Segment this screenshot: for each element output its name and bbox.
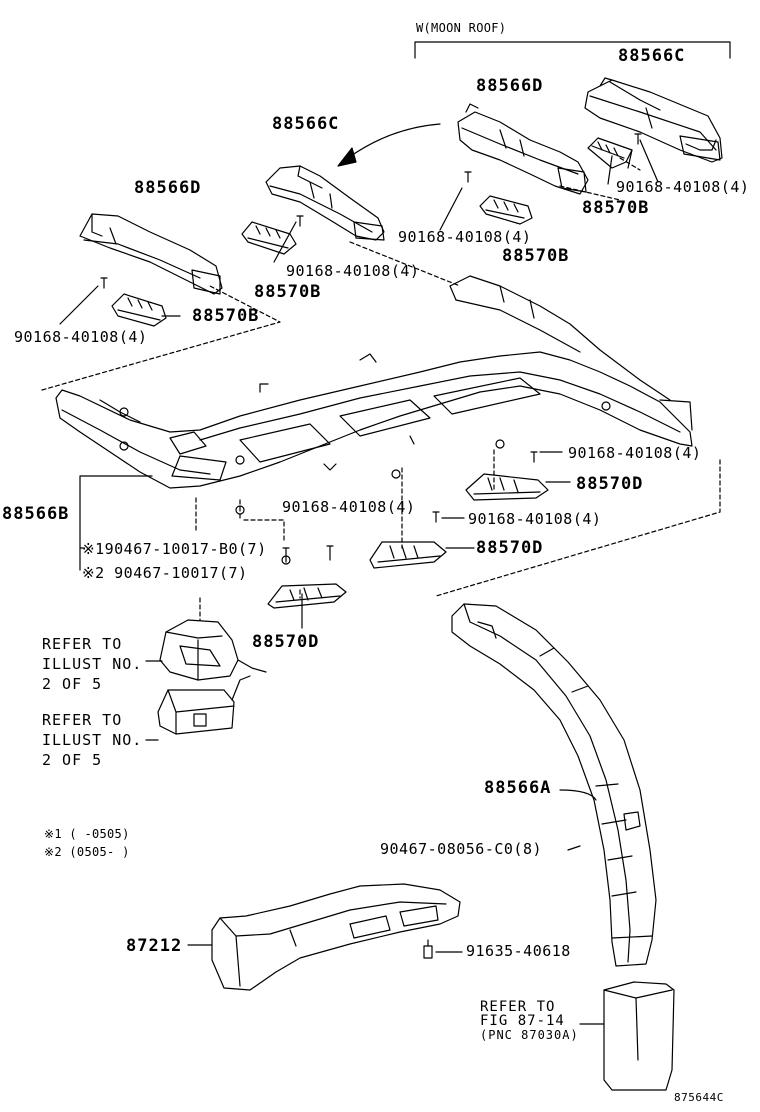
refer-2-line-3: 2 OF 5 <box>42 751 103 769</box>
label-88570D-c: 88570D <box>252 632 320 652</box>
arrow <box>337 123 441 167</box>
label-88570B-d: 88570B <box>192 306 260 326</box>
refer-note-1: REFER TO ILLUST NO. 2 OF 5 <box>42 634 142 694</box>
duct-88566A <box>451 603 657 967</box>
label-88570B-c: 88570B <box>254 282 322 302</box>
label-88570D-b: 88570D <box>476 538 544 558</box>
label-fastener-4: 90168-40108(4) <box>14 328 148 346</box>
refer-1-line-2: ILLUST NO. <box>42 655 143 673</box>
label-fastener-6: 90168-40108(4) <box>282 498 416 516</box>
moon-roof-bracket <box>414 41 731 59</box>
duct-88566C-mid <box>265 165 385 241</box>
label-88570B-b: 88570B <box>502 246 570 266</box>
label-fastener-5: 90168-40108(4) <box>568 444 702 462</box>
duct-88566D-left <box>79 213 223 295</box>
refer-3-line-2: FIG 87-14 <box>480 1013 565 1029</box>
dashed-lines <box>41 157 721 621</box>
duct-88566C-top <box>584 77 723 163</box>
diagram-id: 875644C <box>674 1091 724 1104</box>
label-bolt: 91635-40618 <box>466 942 571 960</box>
bolt-91635 <box>423 939 433 959</box>
vent-88570B-center <box>241 221 297 255</box>
refer-3-line-1: REFER TO <box>480 999 556 1015</box>
label-clip-2: ※2 90467-10017(7) <box>82 564 248 582</box>
duct-87212 <box>211 883 461 991</box>
label-fastener-7: 90168-40108(4) <box>468 510 602 528</box>
refer-note-2: REFER TO ILLUST NO. 2 OF 5 <box>42 710 142 770</box>
refer-note-3: REFER TO FIG 87-14 (PNC 87030A) <box>480 1000 579 1042</box>
note-1: ※1 ( -0505) <box>44 827 130 841</box>
label-88570D-a: 88570D <box>576 474 644 494</box>
vent-88570D-left <box>267 555 347 609</box>
duct-88566D-top <box>457 103 589 195</box>
vent-88570B-mid <box>479 195 533 225</box>
label-88566C-top: 88566C <box>618 46 686 66</box>
vent-88570B-top <box>587 137 633 169</box>
leader-lines <box>59 139 659 953</box>
note-2: ※2 (0505- ) <box>44 845 130 859</box>
label-87212: 87212 <box>126 936 183 956</box>
label-clip-1: ※190467-10017-B0(7) <box>82 540 267 558</box>
label-88566A: 88566A <box>484 778 552 798</box>
screws <box>100 133 642 563</box>
vent-88570D-mid <box>369 541 447 569</box>
label-fastener-1: 90168-40108(4) <box>616 178 750 196</box>
label-88566C-mid: 88566C <box>272 114 340 134</box>
label-fastener-2: 90168-40108(4) <box>398 228 532 246</box>
moon-roof-label: W(MOON ROOF) <box>416 21 507 35</box>
label-88566D-left: 88566D <box>134 178 202 198</box>
label-88566D-top: 88566D <box>476 76 544 96</box>
refer-3-line-3: (PNC 87030A) <box>480 1028 579 1042</box>
vent-88570D-right <box>465 473 549 501</box>
refer-2-line-1: REFER TO <box>42 711 123 729</box>
label-clip-3: 90467-08056-C0(8) <box>380 840 543 858</box>
label-88566B: 88566B <box>2 504 70 524</box>
duct-88566B-main <box>55 275 693 515</box>
label-88570B-a: 88570B <box>582 198 650 218</box>
refer-part-3 <box>579 981 675 1091</box>
label-fastener-3: 90168-40108(4) <box>286 262 420 280</box>
refer-part-1 <box>159 619 267 681</box>
refer-1-line-1: REFER TO <box>42 635 123 653</box>
leader-88566B <box>79 475 153 571</box>
vent-88570B-left <box>111 293 167 327</box>
refer-part-2 <box>157 675 251 735</box>
refer-1-line-3: 2 OF 5 <box>42 675 103 693</box>
refer-2-line-2: ILLUST NO. <box>42 731 143 749</box>
